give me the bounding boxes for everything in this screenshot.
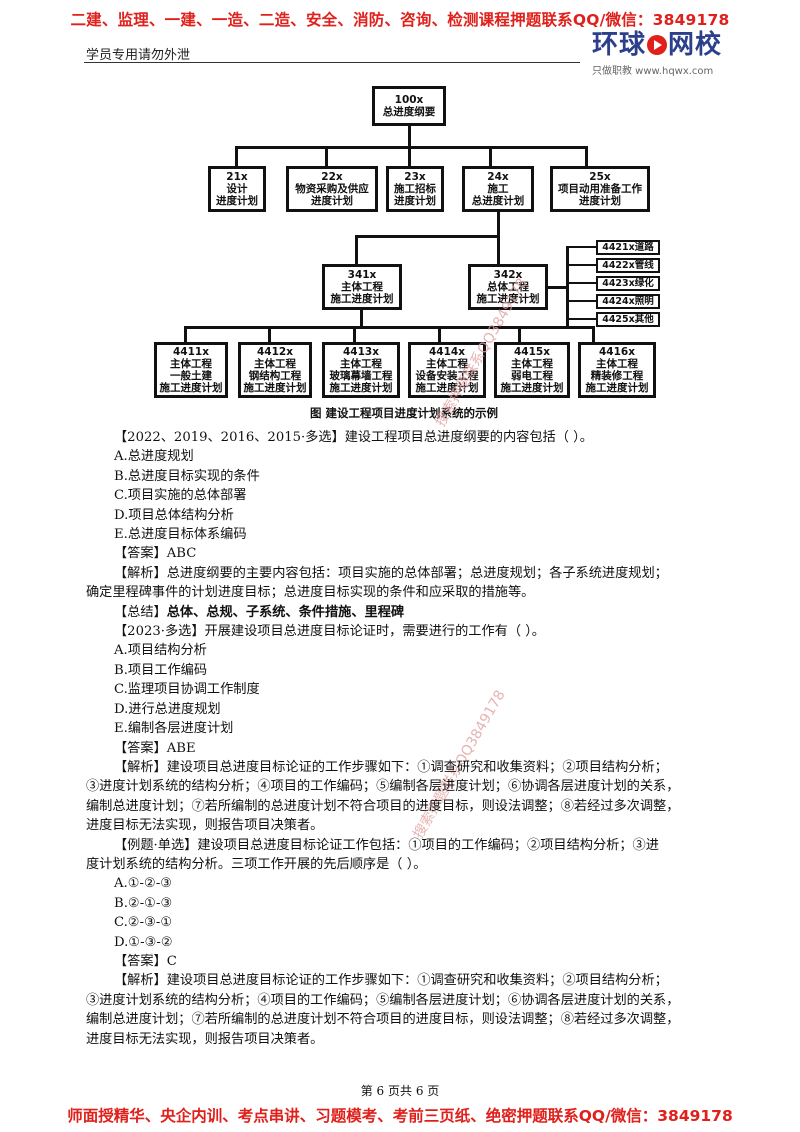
header-notice: 学员专用请勿外泄 (86, 48, 191, 63)
diagram-side-item: 4422x管线 (596, 258, 660, 273)
q3-option: A.①-②-③ (114, 876, 173, 892)
q1-option: D.项目总体结构分析 (114, 507, 234, 523)
q2-answer: 【答案】ABE (114, 740, 196, 756)
q1-option: B.总进度目标实现的条件 (114, 468, 260, 484)
q1-option: A.总进度规划 (114, 449, 194, 465)
bottom-banner: 师面授精华、央企内训、考点串讲、习题模考、考前三页纸、绝密押题联系QQ/微信：3… (67, 1107, 733, 1125)
q2-analysis-cont: 进度目标无法实现，则报告项目决策者。 (86, 818, 324, 834)
logo-tagline: 只做职教 www.hqwx.com (592, 66, 714, 77)
q3-stem-cont: 度计划系统的结构分析。三项工作开展的先后顺序是（ ）。 (86, 856, 427, 872)
q3-option: D.①-③-② (114, 934, 173, 950)
play-icon (647, 35, 668, 55)
q3-stem: 【例题·单选】建设项目总进度目标论证工作包括：①项目的工作编码；②项目结构分析；… (114, 837, 659, 853)
q2-stem: 【2023·多选】开展建设项目总进度目标论证时，需要进行的工作有（ ）。 (114, 624, 545, 640)
q1-stem: 【2022、2019、2016、2015·多选】建设工程项目总进度纲要的内容包括… (114, 430, 593, 445)
q2-option: D.进行总进度规划 (114, 701, 221, 717)
header-divider (84, 62, 580, 63)
q2-option: A.项目结构分析 (114, 643, 207, 659)
q1-option: E.总进度目标体系编码 (114, 527, 247, 543)
q2-option: C.监理项目协调工作制度 (114, 682, 260, 698)
q3-analysis: 【解析】建设项目总进度目标论证的工作步骤如下：①调查研究和收集资料；②项目结构分… (114, 973, 668, 989)
q3-analysis-cont: ③进度计划系统的结构分析；④项目的工作编码；⑤编制各层进度计划；⑥协调各层进度计… (86, 992, 680, 1008)
q2-analysis: 【解析】建设项目总进度目标论证的工作步骤如下：①调查研究和收集资料；②项目结构分… (114, 759, 668, 775)
q1-analysis-cont: 确定里程碑事件的计划进度目标；总进度目标实现的条件和应采取的措施等。 (86, 585, 535, 601)
q1-option: C.项目实施的总体部署 (114, 488, 247, 504)
q2-analysis-cont: 编制总进度计划；⑦若所编制的总进度计划不符合项目的进度目标，则设法调整；⑧若经过… (86, 798, 680, 814)
q2-option: B.项目工作编码 (114, 662, 208, 678)
diagram-side-item: 4423x绿化 (596, 276, 660, 291)
q3-option: C.②-③-① (114, 915, 173, 931)
q1-analysis: 【解析】总进度纲要的主要内容包括：项目实施的总体部署；总进度规划；各子系统进度规… (114, 565, 668, 581)
diagram-caption: 图 建设工程项目进度计划系统的示例 (310, 406, 499, 420)
diagram-side-item: 4425x其他 (596, 312, 660, 327)
q1-answer: 【答案】ABC (114, 546, 197, 562)
top-banner: 二建、监理、一建、一造、二造、安全、消防、咨询、检测课程押题联系QQ/微信：38… (70, 11, 730, 29)
diagram-side-item: 4421x道路 (596, 240, 660, 255)
q3-answer: 【答案】C (114, 953, 177, 969)
q2-option: E.编制各层进度计划 (114, 721, 234, 737)
q2-analysis-cont: ③进度计划系统的结构分析；④项目的工作编码；⑤编制各层进度计划；⑥协调各层进度计… (86, 779, 680, 795)
logo-wordmark: 环球网校 (592, 30, 723, 60)
q3-analysis-cont: 进度目标无法实现，则报告项目决策者。 (86, 1031, 324, 1047)
q3-analysis-cont: 编制总进度计划；⑦若所编制的总进度计划不符合项目的进度目标，则设法调整；⑧若经过… (86, 1012, 680, 1028)
page-number: 第 6 页共 6 页 (360, 1084, 440, 1098)
q3-option: B.②-①-③ (114, 895, 173, 911)
site-logo[interactable]: 环球网校 只做职教 www.hqwx.com (592, 30, 732, 77)
question-content: 【2022、2019、2016、2015·多选】建设工程项目总进度纲要的内容包括… (86, 428, 732, 1049)
diagram-side-item: 4424x照明 (596, 294, 660, 309)
q1-summary: 【总结】总体、总规、子系统、条件措施、里程碑 (114, 604, 405, 620)
